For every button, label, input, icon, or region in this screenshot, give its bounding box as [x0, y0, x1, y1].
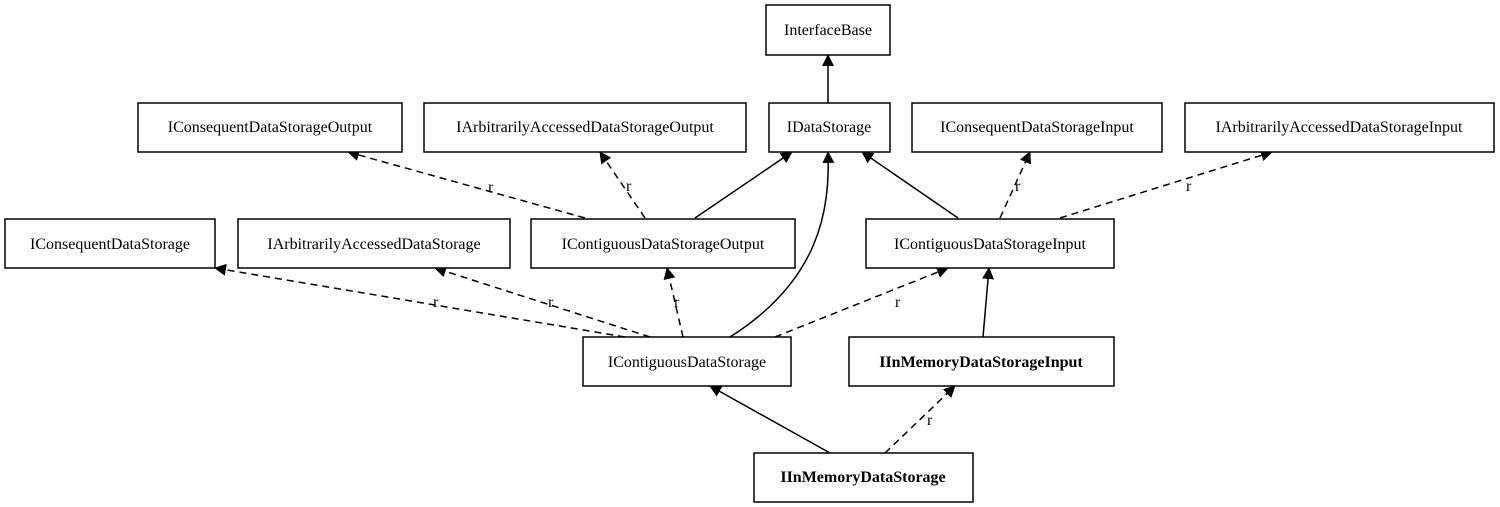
edge-cdsinput-consequentinput — [999, 151, 1031, 219]
node-icontiguousdatastorageoutput: IContiguousDataStorageOutput — [530, 218, 796, 269]
node-iinmemorydatastorageinput: IInMemoryDataStorageInput — [848, 336, 1115, 387]
edge-cdsoutput-consequentoutput — [347, 149, 586, 219]
edge-cdsinput-idatastorage — [861, 151, 959, 219]
svg-text:IInMemoryDataStorage: IInMemoryDataStorage — [780, 469, 945, 486]
edge-inmeminput-cdsinput — [982, 267, 995, 338]
svg-text:IContiguousDataStorageOutput: IContiguousDataStorageOutput — [562, 236, 765, 253]
edge-cdsoutput-arbitrarilyoutput — [599, 151, 646, 219]
edge-cds-idatastorage — [729, 151, 835, 338]
svg-text:IArbitrarilyAccessedDataStorag: IArbitrarilyAccessedDataStorageOutput — [456, 119, 714, 136]
node-interfacebase: InterfaceBase — [765, 4, 891, 56]
edge-inmem-inmeminput — [884, 385, 956, 454]
svg-text:IArbitrarilyAccessedDataStorag: IArbitrarilyAccessedDataStorageInput — [1215, 119, 1463, 136]
node-iinmemorydatastorage: IInMemoryDataStorage — [753, 452, 974, 503]
svg-text:InterfaceBase: InterfaceBase — [784, 22, 872, 39]
svg-text:IContiguousDataStorage: IContiguousDataStorage — [608, 354, 766, 371]
svg-text:IArbitrarilyAccessedDataStorag: IArbitrarilyAccessedDataStorage — [267, 236, 480, 253]
edge-cdsinput-arbitrarilyinput — [1059, 149, 1273, 219]
edges: r r r r r r r r r — [214, 54, 1273, 454]
edge-label-r: r — [626, 178, 632, 195]
node-iarbitrarilyaccesseddatastorageoutput: IArbitrarilyAccessedDataStorageOutput — [423, 102, 747, 153]
node-icontiguousdatastorageinput: IContiguousDataStorageInput — [865, 218, 1115, 269]
svg-text:IInMemoryDataStorageInput: IInMemoryDataStorageInput — [879, 354, 1083, 371]
edge-cds-consequent — [214, 263, 626, 338]
svg-text:IContiguousDataStorageInput: IContiguousDataStorageInput — [894, 236, 1087, 253]
edge-label-r: r — [548, 294, 554, 311]
node-iconsequentdatastorage: IConsequentDataStorage — [4, 218, 216, 269]
edge-cdsoutput-idatastorage — [694, 151, 793, 219]
svg-text:IConsequentDataStorage: IConsequentDataStorage — [30, 236, 190, 253]
svg-text:IDataStorage: IDataStorage — [787, 119, 871, 136]
edge-label-r: r — [1015, 178, 1021, 195]
node-iarbitrarilyaccesseddatastorage: IArbitrarilyAccessedDataStorage — [237, 218, 511, 269]
edge-label-r: r — [433, 294, 439, 311]
edge-label-r: r — [674, 294, 680, 311]
node-iconsequentdatastorageoutput: IConsequentDataStorageOutput — [137, 102, 403, 153]
edge-label-r: r — [488, 179, 494, 196]
edge-inmem-cds — [709, 385, 831, 454]
nodes: InterfaceBase IConsequentDataStorageOutp… — [4, 4, 1495, 503]
node-idatastorage: IDataStorage — [768, 102, 891, 153]
svg-text:IConsequentDataStorageInput: IConsequentDataStorageInput — [940, 119, 1134, 136]
node-iconsequentdatastorageinput: IConsequentDataStorageInput — [911, 102, 1163, 153]
svg-text:IConsequentDataStorageOutput: IConsequentDataStorageOutput — [168, 119, 373, 136]
edge-cds-cdsinput — [774, 266, 949, 338]
edge-cds-arbitrarily — [434, 265, 651, 338]
edge-label-r: r — [927, 412, 933, 429]
edge-label-r: r — [1186, 178, 1192, 195]
edge-label-r: r — [895, 294, 901, 311]
node-icontiguousdatastorage: IContiguousDataStorage — [582, 336, 792, 387]
node-iarbitrarilyaccesseddatastorageinput: IArbitrarilyAccessedDataStorageInput — [1184, 102, 1495, 153]
